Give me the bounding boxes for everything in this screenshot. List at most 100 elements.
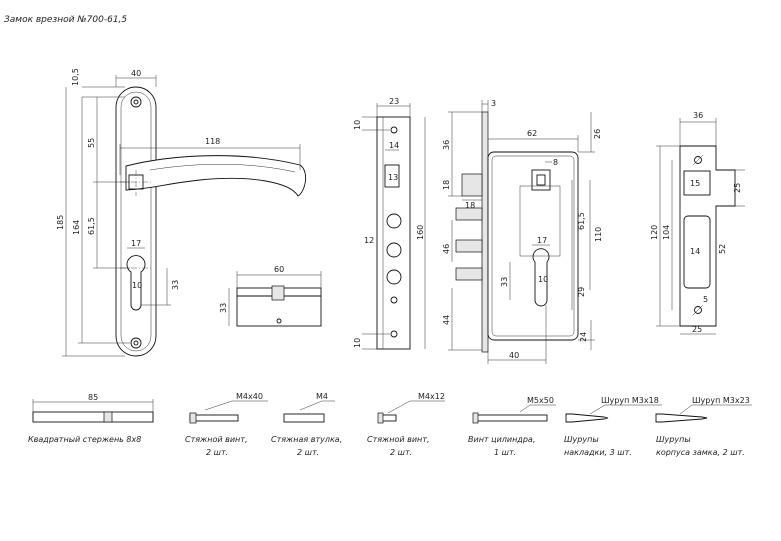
lock-dim-3: 3 [491,99,496,108]
strike-screw-bottom [694,306,702,314]
part-5-size: M5x50 [527,396,554,405]
square-rod-shape [32,411,154,423]
parts-list: 85 Квадратный стержень 8х8 M4x40 Стяжной… [28,392,752,457]
part-woodscrew-m3x23: Шуруп M3x23 Шурупы корпуса замка, 2 шт. [655,396,752,457]
lock-dim-18b: 18 [465,201,475,210]
lock-dim-44: 44 [442,315,451,325]
cylinder-dim-height: 33 [219,303,228,313]
strike-dim-width: 36 [693,111,703,120]
deadbolt-2 [455,239,483,253]
part-4-caption-2: 2 шт. [390,448,412,457]
handle-dim-17: 17 [131,239,141,248]
part-1-caption: Квадратный стержень 8х8 [28,435,141,444]
part-6-caption-2: накладки, 3 шт. [564,448,632,457]
strike-latch-opening [683,170,711,196]
handle-dim-top-offset: 10,5 [71,68,80,86]
sleeve-m4-shape [283,413,325,423]
faceplate-dim-bottom: 10 [353,338,362,348]
part-3-caption-1: Стяжная втулка, [271,435,342,444]
part-screw-m4x40: M4x40 Стяжной винт, 2 шт. [185,392,268,457]
faceplate-bolt-1 [386,213,402,229]
strike-dim-5: 5 [703,295,708,304]
lock-dim-18a: 18 [442,180,451,190]
part-7-caption-2: корпуса замка, 2 шт. [656,448,745,457]
faceplate-screw-bottom [390,330,398,338]
lock-dim-61-5: 61,5 [577,212,586,230]
lock-dim-40: 40 [509,351,519,360]
faceplate-dim-12: 12 [364,236,374,245]
strike-dim-25-side: 25 [733,183,742,193]
cylinder-dim-length: 60 [274,265,284,274]
cylinder-cutout [126,255,146,311]
lock-dim-29: 29 [577,287,586,297]
woodscrew-m3x18-shape [565,413,609,423]
cylinder-slot [532,248,550,307]
spindle-hub [531,169,551,191]
faceplate-dim-14: 14 [389,141,399,150]
faceplate-body [376,116,411,350]
handle-plate [115,86,157,357]
part-5-caption-1: Винт цилиндра, [468,435,535,444]
part-2-size: M4x40 [236,392,263,401]
lock-dim-110: 110 [594,227,603,242]
lock-case [487,151,579,341]
part-6-caption-1: Шурупы [564,435,599,444]
part-7-size: Шуруп M3x23 [692,396,750,405]
woodscrew-m3x23-shape [655,413,708,423]
cylinder-view: 60 33 [219,265,322,327]
faceplate-bolt-2 [386,242,402,258]
faceplate-dim-width: 23 [389,97,399,106]
lock-dim-62: 62 [527,129,537,138]
handle-dim-lever-length: 118 [205,137,220,146]
screw-hole-bottom [130,337,142,349]
handle-dim-total-height: 185 [56,215,65,230]
part-3-size: M4 [316,392,328,401]
handle-dim-61-5: 61,5 [87,217,96,235]
deadbolt-3 [455,267,483,281]
lock-dim-46: 46 [442,244,451,254]
lock-dim-36: 36 [442,140,451,150]
lock-body-view: 3 62 26 36 8 18 18 61,5 110 17 46 33 10 … [442,99,603,364]
lock-front-plate [481,111,489,353]
part-square-rod: 85 Квадратный стержень 8х8 [28,393,154,444]
part-4-caption-1: Стяжной винт, [367,435,429,444]
lock-dim-26: 26 [593,129,602,139]
latch-bolt [461,173,483,197]
part-4-size: M4x12 [418,392,445,401]
lock-dim-17: 17 [537,236,547,245]
part-3-caption-2: 2 шт. [297,448,319,457]
strike-dim-25-bottom: 25 [692,325,702,334]
lock-dim-24: 24 [579,332,588,342]
part-2-caption-1: Стяжной винт, [185,435,247,444]
part-2-caption-2: 2 шт. [206,448,228,457]
faceplate-latch-opening [384,164,400,188]
faceplate-dim-13: 13 [388,173,398,182]
part-6-size: Шуруп M3x18 [601,396,659,405]
faceplate-screw-top [390,126,398,134]
faceplate-view: 23 10 14 13 12 160 10 [353,97,426,350]
drawing-title: Замок врезной №700-61,5 [4,15,127,25]
faceplate-dim-height: 160 [416,225,425,240]
faceplate-dim-top: 10 [353,120,362,130]
deadbolt-1 [455,207,483,221]
part-7-caption-1: Шурупы [656,435,691,444]
part-1-size: 85 [88,393,98,402]
handle-dim-10: 10 [132,281,142,290]
strike-dim-14: 14 [690,247,700,256]
faceplate-bolt-3 [386,269,402,285]
strike-dim-104: 104 [662,225,671,240]
strike-bolt-opening [683,215,711,289]
strike-plate-view: 36 15 25 120 104 14 52 5 25 [650,111,745,335]
part-woodscrew-m3x18: Шуруп M3x18 Шурупы накладки, 3 шт. [564,396,662,457]
handle-dim-33: 33 [171,280,180,290]
part-screw-m4x12: M4x12 Стяжной винт, 2 шт. [367,392,445,457]
lever-arm [125,155,307,197]
lock-dim-8: 8 [553,158,558,167]
handle-view: 40 10,5 118 55 185 164 61,5 17 10 33 [56,68,307,357]
handle-dim-164: 164 [72,220,81,235]
lock-dim-33: 33 [500,277,509,287]
handle-dim-width: 40 [131,69,141,78]
handle-dim-55: 55 [87,138,96,148]
lock-dim-10: 10 [538,275,548,284]
